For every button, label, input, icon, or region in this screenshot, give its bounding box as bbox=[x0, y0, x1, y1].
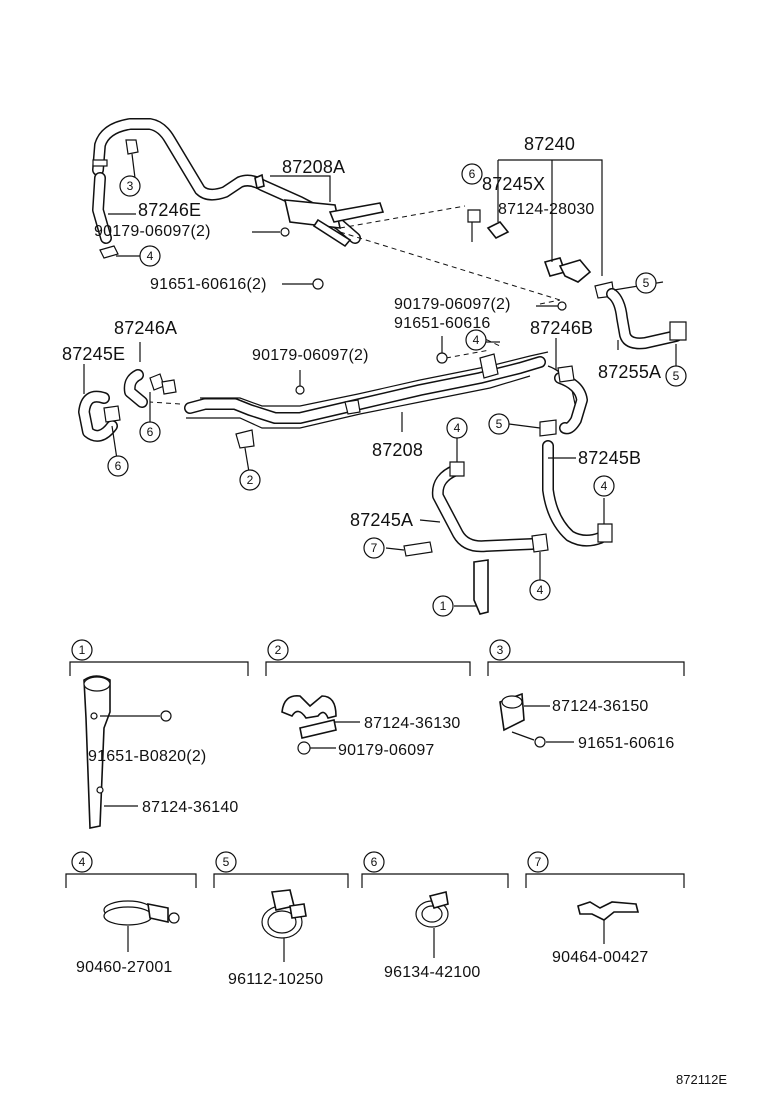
label-87246b: 87246B bbox=[530, 318, 593, 338]
clip-7-main bbox=[403, 541, 433, 557]
detail-3-part-b: 91651-60616 bbox=[578, 735, 675, 752]
detail-1-part-b: 87124-36140 bbox=[142, 799, 239, 816]
detail-section-1: 1 91651-B0820(2) 87124-36140 bbox=[69, 639, 249, 829]
detail-3-part-a: 87124-36150 bbox=[552, 698, 649, 715]
detail-1-part-a: 91651-B0820(2) bbox=[88, 748, 206, 765]
callout-2-main: 2 bbox=[239, 469, 261, 491]
hose-87246e bbox=[92, 139, 139, 259]
label-87240: 87240 bbox=[524, 134, 575, 154]
label-87255a: 87255A bbox=[598, 362, 661, 382]
svg-text:3: 3 bbox=[127, 179, 134, 193]
label-87245b: 87245B bbox=[578, 448, 641, 468]
callout-4-top: 4 bbox=[139, 245, 161, 267]
callouts: 3 4 6 5 4 5 6 6 2 4 5 4 7 4 1 bbox=[107, 163, 687, 617]
label-90179-06097-2a: 90179-06097(2) bbox=[94, 223, 211, 240]
label-90179-06097-2b: 90179-06097(2) bbox=[394, 296, 511, 313]
svg-text:6: 6 bbox=[147, 425, 154, 439]
hose-87245b bbox=[539, 419, 613, 547]
callout-5-right: 5 bbox=[635, 272, 657, 294]
svg-text:5: 5 bbox=[496, 417, 503, 431]
svg-text:2: 2 bbox=[275, 643, 282, 657]
label-87245a: 87245A bbox=[350, 510, 413, 530]
hose-87246b bbox=[554, 365, 588, 435]
svg-text:5: 5 bbox=[643, 276, 650, 290]
svg-text:5: 5 bbox=[223, 855, 230, 869]
detail-section-5: 5 96112-10250 bbox=[213, 851, 349, 988]
detail-section-7: 7 90464-00427 bbox=[525, 851, 685, 966]
clip-2-main bbox=[235, 429, 255, 449]
callout-4-c: 4 bbox=[593, 475, 615, 497]
label-87246e: 87246E bbox=[138, 200, 201, 220]
callout-4-mid: 4 bbox=[465, 329, 487, 351]
callout-1-main: 1 bbox=[432, 595, 454, 617]
label-91651-60616: 91651-60616 bbox=[394, 315, 491, 332]
label-87124-28030: 87124-28030 bbox=[498, 201, 595, 218]
label-87245e: 87245E bbox=[62, 344, 125, 364]
callout-3-top: 3 bbox=[119, 175, 141, 197]
svg-text:4: 4 bbox=[537, 583, 544, 597]
callout-6-top: 6 bbox=[461, 163, 483, 185]
svg-text:3: 3 bbox=[497, 643, 504, 657]
hose-87245e bbox=[78, 390, 121, 442]
hose-87255a bbox=[606, 288, 687, 350]
hose-87246a bbox=[123, 369, 177, 408]
detail-5-part-a: 96112-10250 bbox=[228, 971, 323, 988]
callout-4-d: 4 bbox=[529, 579, 551, 601]
label-87245x: 87245X bbox=[482, 174, 545, 194]
bolt-markers bbox=[280, 227, 567, 395]
svg-text:1: 1 bbox=[79, 643, 86, 657]
svg-text:6: 6 bbox=[115, 459, 122, 473]
detail-7-part-a: 90464-00427 bbox=[552, 949, 649, 966]
detail-2-part-b: 90179-06097 bbox=[338, 742, 435, 759]
hose-87245a bbox=[431, 461, 549, 553]
callout-6-left-b: 6 bbox=[107, 455, 129, 477]
detail-section-6: 6 96134-42100 bbox=[361, 851, 509, 981]
svg-text:1: 1 bbox=[440, 599, 447, 613]
pipe-87208 bbox=[184, 351, 576, 429]
label-87208: 87208 bbox=[372, 440, 423, 460]
diagram-code: 872112E bbox=[676, 1072, 727, 1087]
callout-5-b: 5 bbox=[488, 413, 510, 435]
svg-text:4: 4 bbox=[454, 421, 461, 435]
pipe-87208a bbox=[92, 118, 385, 248]
label-91651-60616-2: 91651-60616(2) bbox=[150, 276, 267, 293]
svg-text:7: 7 bbox=[371, 541, 378, 555]
detail-4-part-a: 90460-27001 bbox=[76, 959, 173, 976]
svg-text:4: 4 bbox=[79, 855, 86, 869]
detail-section-3: 3 87124-36150 91651-60616 bbox=[487, 639, 685, 752]
detail-section-2: 2 87124-36130 90179-06097 bbox=[265, 639, 471, 759]
svg-text:4: 4 bbox=[601, 479, 608, 493]
callout-4-b: 4 bbox=[446, 417, 468, 439]
label-87208a: 87208A bbox=[282, 157, 345, 177]
svg-text:6: 6 bbox=[469, 167, 476, 181]
callout-5-far: 5 bbox=[665, 365, 687, 387]
callout-6-left-a: 6 bbox=[139, 421, 161, 443]
bracket-1 bbox=[473, 559, 489, 615]
part-labels: 87240 87208A 87245X 87124-28030 87246E 9… bbox=[62, 134, 661, 530]
valve-87240 bbox=[467, 209, 615, 299]
dashed-leaders bbox=[149, 205, 561, 405]
detail-2-part-a: 87124-36130 bbox=[364, 715, 461, 732]
svg-text:7: 7 bbox=[535, 855, 542, 869]
detail-section-4: 4 90460-27001 bbox=[65, 851, 197, 976]
callout-7-main: 7 bbox=[363, 537, 385, 559]
svg-text:5: 5 bbox=[673, 369, 680, 383]
label-90179-06097-2c: 90179-06097(2) bbox=[252, 347, 369, 364]
svg-text:4: 4 bbox=[147, 249, 154, 263]
svg-text:6: 6 bbox=[371, 855, 378, 869]
svg-text:2: 2 bbox=[247, 473, 254, 487]
label-87246a: 87246A bbox=[114, 318, 177, 338]
svg-text:4: 4 bbox=[473, 333, 480, 347]
detail-6-part-a: 96134-42100 bbox=[384, 964, 481, 981]
